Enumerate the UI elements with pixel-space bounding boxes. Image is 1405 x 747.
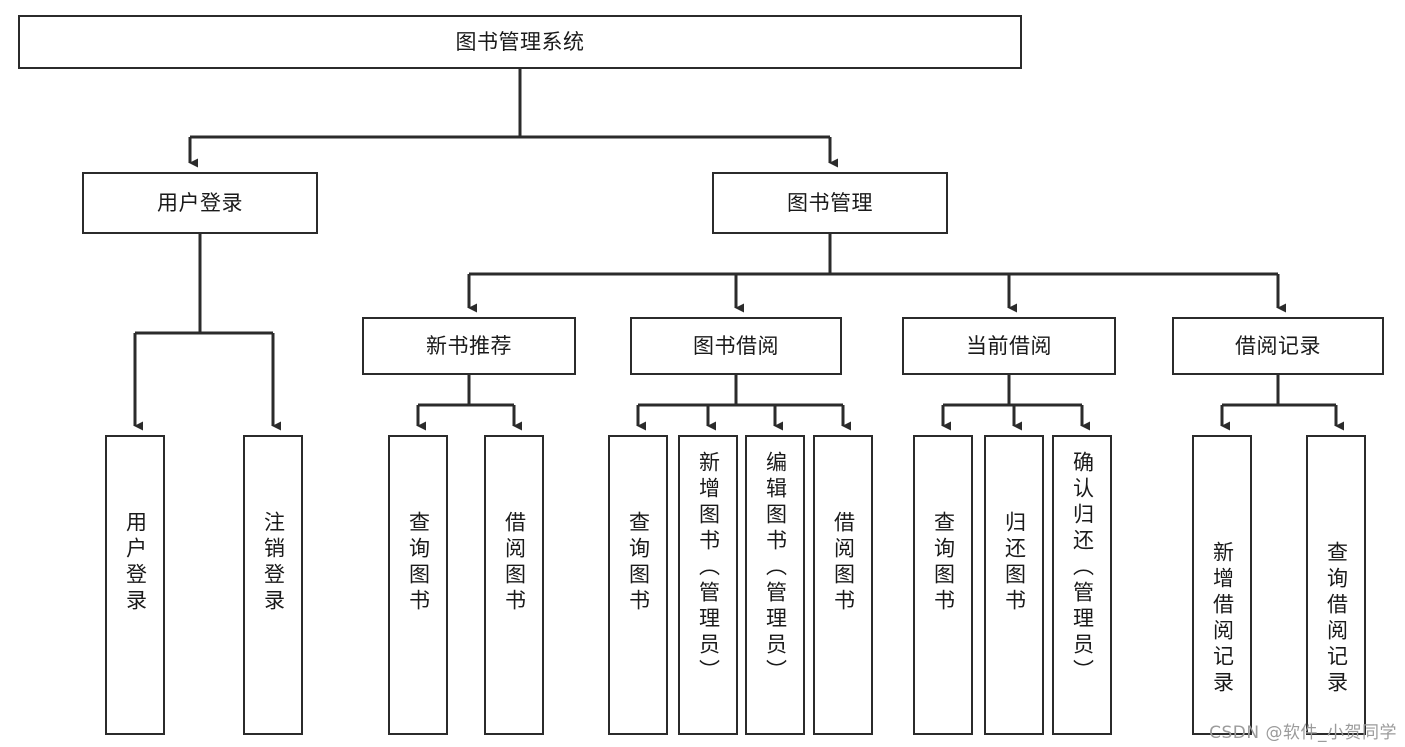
node-leaf-borrow-book[interactable]: 借阅图书: [813, 435, 873, 735]
node-label: 借阅图书: [831, 511, 856, 615]
node-borrow-record[interactable]: 借阅记录: [1172, 317, 1384, 375]
node-leaf-return-book[interactable]: 归还图书: [984, 435, 1044, 735]
connector-lines: [133, 69, 1344, 431]
node-label: 新增图书（管理员）: [696, 451, 721, 685]
node-label: 查询图书: [931, 511, 956, 615]
node-leaf-query-book-borrow[interactable]: 查询图书: [608, 435, 668, 735]
node-book-borrow[interactable]: 图书借阅: [630, 317, 842, 375]
node-leaf-query-record[interactable]: 查询借阅记录: [1306, 435, 1366, 735]
node-book-manage[interactable]: 图书管理: [712, 172, 948, 234]
node-root[interactable]: 图书管理系统: [18, 15, 1022, 69]
node-leaf-borrow-book-rec[interactable]: 借阅图书: [484, 435, 544, 735]
node-leaf-logout[interactable]: 注销登录: [243, 435, 303, 735]
node-leaf-edit-book[interactable]: 编辑图书（管理员）: [745, 435, 805, 735]
node-user-login[interactable]: 用户登录: [82, 172, 318, 234]
node-label: 归还图书: [1002, 511, 1027, 615]
node-leaf-user-login[interactable]: 用户登录: [105, 435, 165, 735]
node-label: 图书管理: [787, 190, 873, 215]
node-leaf-add-book[interactable]: 新增图书（管理员）: [678, 435, 738, 735]
node-label: 查询图书: [406, 511, 431, 615]
node-label: 用户登录: [123, 511, 148, 615]
node-label: 查询借阅记录: [1324, 541, 1349, 697]
node-label: 借阅记录: [1235, 333, 1321, 358]
node-leaf-query-book-rec[interactable]: 查询图书: [388, 435, 448, 735]
node-label: 注销登录: [261, 511, 286, 615]
node-label: 编辑图书（管理员）: [763, 451, 788, 685]
node-label: 新书推荐: [426, 333, 512, 358]
node-label: 查询图书: [626, 511, 651, 615]
node-leaf-confirm-return[interactable]: 确认归还（管理员）: [1052, 435, 1112, 735]
node-current-borrow[interactable]: 当前借阅: [902, 317, 1116, 375]
node-label: 当前借阅: [966, 333, 1052, 358]
node-label: 图书借阅: [693, 333, 779, 358]
node-leaf-query-book-cur[interactable]: 查询图书: [913, 435, 973, 735]
node-new-book-recommend[interactable]: 新书推荐: [362, 317, 576, 375]
node-label: 新增借阅记录: [1210, 541, 1235, 697]
node-label: 用户登录: [157, 190, 243, 215]
node-leaf-add-record[interactable]: 新增借阅记录: [1192, 435, 1252, 735]
node-label: 借阅图书: [502, 511, 527, 615]
node-label: 图书管理系统: [455, 29, 585, 54]
node-label: 确认归还（管理员）: [1070, 451, 1095, 685]
